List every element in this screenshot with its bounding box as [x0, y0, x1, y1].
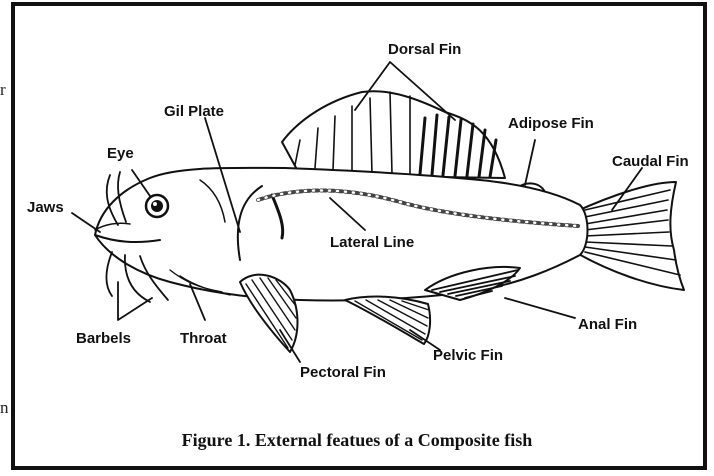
caudal-fin-shape: [575, 182, 684, 290]
pelvic-fin-shape: [345, 297, 430, 344]
label-gil-plate: Gil Plate: [164, 103, 224, 120]
label-adipose-fin: Adipose Fin: [508, 115, 594, 132]
label-pectoral-fin: Pectoral Fin: [300, 364, 386, 381]
eye-shape: [146, 195, 168, 217]
label-throat: Throat: [180, 330, 227, 347]
label-pelvic-fin: Pelvic Fin: [433, 347, 503, 364]
figure-caption: Figure 1. External featues of a Composit…: [182, 430, 533, 450]
label-dorsal-fin: Dorsal Fin: [388, 41, 461, 58]
label-caudal-fin: Caudal Fin: [612, 153, 689, 170]
label-lateral-line: Lateral Line: [330, 234, 414, 251]
label-barbels: Barbels: [76, 330, 131, 347]
label-eye: Eye: [107, 145, 134, 162]
dorsal-fin-shape: [282, 91, 505, 178]
label-anal-fin: Anal Fin: [578, 316, 637, 333]
label-jaws: Jaws: [27, 199, 64, 216]
